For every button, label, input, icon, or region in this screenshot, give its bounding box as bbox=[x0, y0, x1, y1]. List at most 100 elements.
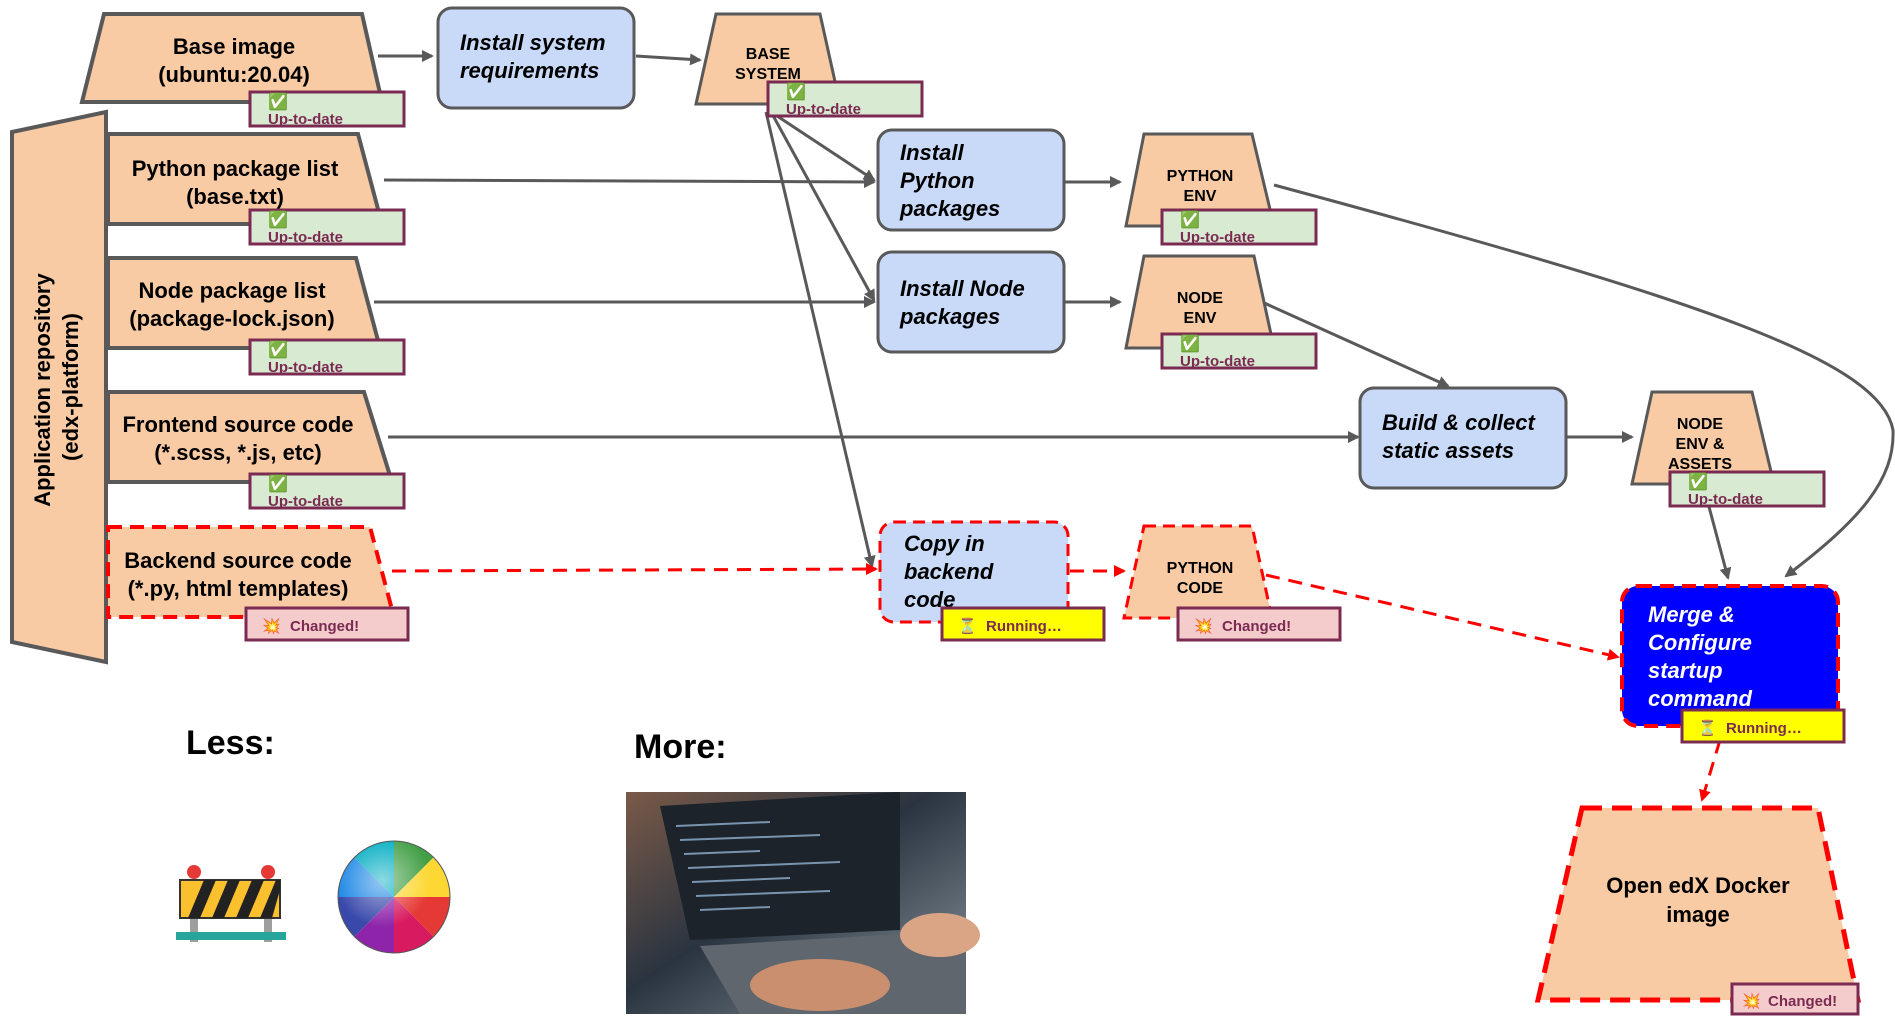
copy-backend-label-1: Copy in bbox=[904, 531, 985, 556]
explosion-icon: 💥 bbox=[1742, 992, 1761, 1010]
badge-changed-final-image: 💥 Changed! bbox=[1730, 982, 1860, 1016]
step-install-node: Install Node packages bbox=[876, 250, 1066, 354]
backend-label-1: Backend source code bbox=[124, 548, 351, 573]
install-python-label-3: packages bbox=[899, 196, 1000, 221]
base-image-label-2: (ubuntu:20.04) bbox=[158, 62, 310, 87]
artifact-node-assets: NODE ENV & ASSETS bbox=[1630, 390, 1776, 486]
base-system-label-1: BASE bbox=[746, 46, 791, 63]
edge-node-assets-to-merge bbox=[1706, 502, 1732, 580]
check-icon: ✅ bbox=[268, 474, 288, 493]
node-env-label-1: NODE bbox=[1177, 290, 1224, 307]
badge-label: Up-to-date bbox=[786, 101, 861, 118]
install-system-label-1: Install system bbox=[460, 30, 606, 55]
python-env-label-1: PYTHON bbox=[1167, 168, 1234, 185]
badge-uptodate-node-list: ✅ Up-to-date bbox=[248, 338, 406, 376]
check-icon: ✅ bbox=[1180, 334, 1200, 353]
badge-label: Up-to-date bbox=[268, 359, 343, 376]
connectors bbox=[374, 50, 1895, 802]
merge-label-4: command bbox=[1648, 686, 1752, 711]
python-code-label-2: CODE bbox=[1177, 580, 1224, 597]
step-build-assets: Build & collect static assets bbox=[1358, 386, 1568, 490]
edge-python-code-to-merge bbox=[1265, 573, 1620, 661]
badge-label: Up-to-date bbox=[268, 111, 343, 128]
install-system-label-2: requirements bbox=[460, 58, 599, 83]
check-icon: ✅ bbox=[268, 92, 288, 111]
artifact-final-image: Open edX Docker image bbox=[1534, 805, 1862, 1003]
final-image-label-2: image bbox=[1666, 902, 1730, 927]
edge-base-system-to-copy-backend bbox=[764, 111, 876, 568]
node-assets-label-2: ENV & bbox=[1676, 436, 1725, 453]
badge-changed-python-code: 💥 Changed! bbox=[1176, 606, 1342, 642]
python-list-label-1: Python package list bbox=[132, 156, 339, 181]
node-list-label-1: Node package list bbox=[138, 278, 326, 303]
spinning-wheel-icon bbox=[337, 840, 451, 954]
explosion-icon: 💥 bbox=[262, 617, 281, 635]
check-icon: ✅ bbox=[268, 340, 288, 359]
step-install-system: Install system requirements bbox=[436, 6, 636, 110]
badge-uptodate-node-env: ✅ Up-to-date bbox=[1160, 332, 1318, 370]
badge-uptodate-node-assets: ✅ Up-to-date bbox=[1668, 470, 1826, 508]
edge-backend-to-copy-backend bbox=[391, 563, 878, 576]
node-list-label-2: (package-lock.json) bbox=[129, 306, 334, 331]
badge-label: Changed! bbox=[1768, 993, 1837, 1010]
badge-label: Up-to-date bbox=[1688, 491, 1763, 508]
laptop-coding-photo bbox=[626, 792, 980, 1014]
hourglass-icon: ⏳ bbox=[1698, 719, 1717, 737]
badge-label: Up-to-date bbox=[1180, 353, 1255, 370]
step-copy-backend: Copy in backend code bbox=[878, 520, 1070, 624]
install-python-label-1: Install bbox=[900, 140, 964, 165]
edge-install-system-to-base-system bbox=[635, 53, 702, 66]
artifact-base-image: Base image (ubuntu:20.04) bbox=[79, 12, 385, 104]
edge-python-env-to-merge bbox=[1273, 183, 1895, 578]
install-python-label-2: Python bbox=[900, 168, 975, 193]
python-env-label-2: ENV bbox=[1184, 188, 1217, 205]
edge-python-list-to-install-python bbox=[383, 175, 876, 188]
check-icon: ✅ bbox=[268, 210, 288, 229]
badge-uptodate-frontend: ✅ Up-to-date bbox=[248, 472, 406, 510]
badge-changed-backend: 💥 Changed! bbox=[244, 606, 410, 642]
badge-label: Up-to-date bbox=[268, 493, 343, 510]
base-image-label-1: Base image bbox=[173, 34, 295, 59]
python-list-label-2: (base.txt) bbox=[186, 184, 284, 209]
build-assets-label-2: static assets bbox=[1382, 438, 1514, 463]
final-image-label-1: Open edX Docker bbox=[1606, 873, 1790, 898]
hourglass-icon: ⏳ bbox=[958, 617, 977, 635]
edge-node-env-to-build-assets bbox=[1261, 300, 1450, 388]
badge-uptodate-python-env: ✅ Up-to-date bbox=[1160, 208, 1318, 246]
repository-label-1: Application repository bbox=[30, 273, 55, 507]
badge-label: Running… bbox=[1726, 720, 1802, 737]
more-heading: More: bbox=[634, 728, 727, 766]
edge-base-system-to-install-node bbox=[768, 109, 876, 302]
step-merge: Merge & Configure startup command bbox=[1620, 584, 1840, 728]
python-code-label-1: PYTHON bbox=[1167, 560, 1234, 577]
install-node-label-2: packages bbox=[899, 304, 1000, 329]
frontend-label-2: (*.scss, *.js, etc) bbox=[154, 440, 322, 465]
explosion-icon: 💥 bbox=[1194, 617, 1213, 635]
node-assets-label-3: ASSETS bbox=[1668, 456, 1732, 473]
badge-label: Up-to-date bbox=[268, 229, 343, 246]
badge-running-merge: ⏳ Running… bbox=[1680, 708, 1846, 744]
node-assets-label-1: NODE bbox=[1677, 416, 1724, 433]
badge-uptodate-base-system: ✅ Up-to-date bbox=[766, 80, 924, 118]
copy-backend-label-2: backend bbox=[904, 559, 994, 584]
merge-label-2: Configure bbox=[1648, 630, 1752, 655]
badge-label: Running… bbox=[986, 618, 1062, 635]
artifact-python-code: PYTHON CODE bbox=[1122, 524, 1274, 620]
svg-text:Application repository (: Application repository (edx-platform) bbox=[30, 267, 83, 507]
backend-label-2: (*.py, html templates) bbox=[128, 576, 349, 601]
repository-label-2: (edx-platform) bbox=[58, 313, 83, 461]
less-heading: Less: bbox=[186, 724, 275, 762]
repository-shape: Application repository (edx-platform) bbox=[10, 109, 108, 665]
node-env-label-2: ENV bbox=[1184, 310, 1217, 327]
artifact-node-list: Node package list (package-lock.json) bbox=[106, 256, 383, 350]
frontend-label-1: Frontend source code bbox=[122, 412, 353, 437]
badge-label: Up-to-date bbox=[1180, 229, 1255, 246]
artifact-backend: Backend source code (*.py, html template… bbox=[106, 525, 397, 619]
base-system-label-2: SYSTEM bbox=[735, 66, 801, 83]
badge-running-copy-backend: ⏳ Running… bbox=[940, 606, 1106, 642]
edge-merge-to-final-image bbox=[1699, 739, 1722, 802]
check-icon: ✅ bbox=[1688, 472, 1708, 491]
merge-label-3: startup bbox=[1648, 658, 1723, 683]
